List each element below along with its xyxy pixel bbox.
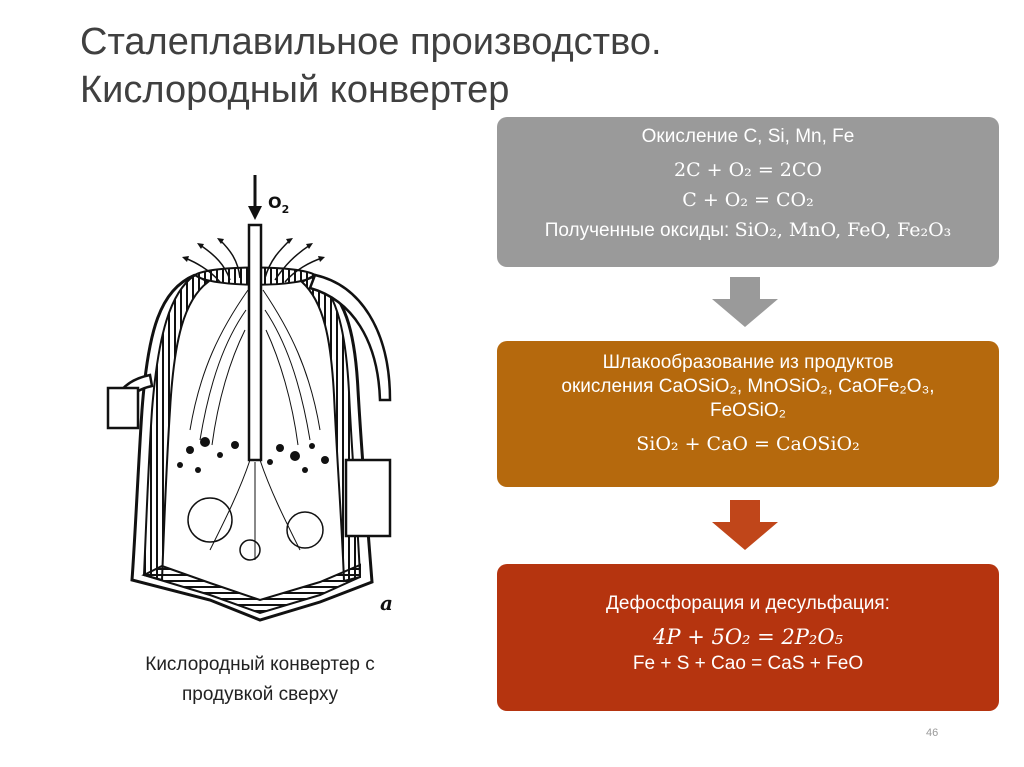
down-arrow-2	[712, 500, 778, 550]
dephosphorization-box: Дефосфорация и десульфация: 4P + 5O₂ = 2…	[497, 564, 999, 711]
bottom-lining	[141, 563, 361, 615]
gas-arrow-heads	[182, 238, 325, 262]
oxides-formula: SiO₂, MnO, FeO, Fe₂O₃	[734, 219, 952, 241]
desulf-equation: Fe + S + Cao = CaS + FeO	[632, 653, 864, 674]
dephos-heading: Дефосфорация и десульфация:	[606, 593, 890, 614]
o2-label: O2	[268, 193, 289, 216]
title-line-1: Сталеплавильное производство.	[80, 21, 662, 63]
caption-line-1: Кислородный конвертер с	[145, 654, 375, 675]
metal-bath	[187, 497, 324, 561]
down-arrow-1	[712, 277, 778, 327]
panel-letter: a	[380, 591, 393, 615]
caption-line-2: продувкой сверху	[182, 684, 338, 705]
title-line-2: Кислородный конвертер	[80, 69, 510, 111]
oxides-label: Полученные оксиды:	[544, 220, 735, 241]
right-ring	[308, 273, 392, 402]
oxides-line: Полученные оксиды: SiO₂, MnO, FeO, Fe₂O₃	[497, 215, 999, 246]
slag-line-3: FeOSiO₂	[710, 400, 786, 421]
slag-line-2: окисления CaOSiO₂, MnOSiO₂, CaOFe₂O₃,	[561, 376, 935, 397]
figure-caption: Кислородный конвертер с продувкой сверху	[100, 650, 420, 710]
left-trunnion-block	[106, 386, 140, 430]
oxygen-lance	[247, 223, 263, 462]
flow-lines	[189, 289, 321, 560]
oxidation-equation-1: 2C + O₂ = 2CO	[673, 159, 823, 181]
oxidation-heading: Окисление C, Si, Mn, Fe	[641, 126, 855, 147]
slag-equation: SiO₂ + CaO = CaOSiO₂	[636, 433, 860, 455]
right-trunnion-block	[344, 458, 392, 538]
slag-formation-box: Шлакообразование из продуктов окисления …	[497, 341, 999, 487]
dephos-equation: 4P + 5O₂ = 2P₂O₅	[653, 625, 843, 649]
slag-layer	[177, 437, 329, 473]
slide-title: Сталеплавильное производство. Кислородны…	[80, 18, 780, 114]
page-number: 46	[926, 727, 939, 739]
slag-line-1: Шлакообразование из продуктов	[602, 352, 894, 373]
oxidation-box: Окисление C, Si, Mn, Fe 2C + O₂ = 2CO C …	[497, 117, 999, 267]
converter-diagram: O2 a	[106, 175, 393, 622]
oxidation-equation-2: C + O₂ = CO₂	[682, 189, 814, 211]
